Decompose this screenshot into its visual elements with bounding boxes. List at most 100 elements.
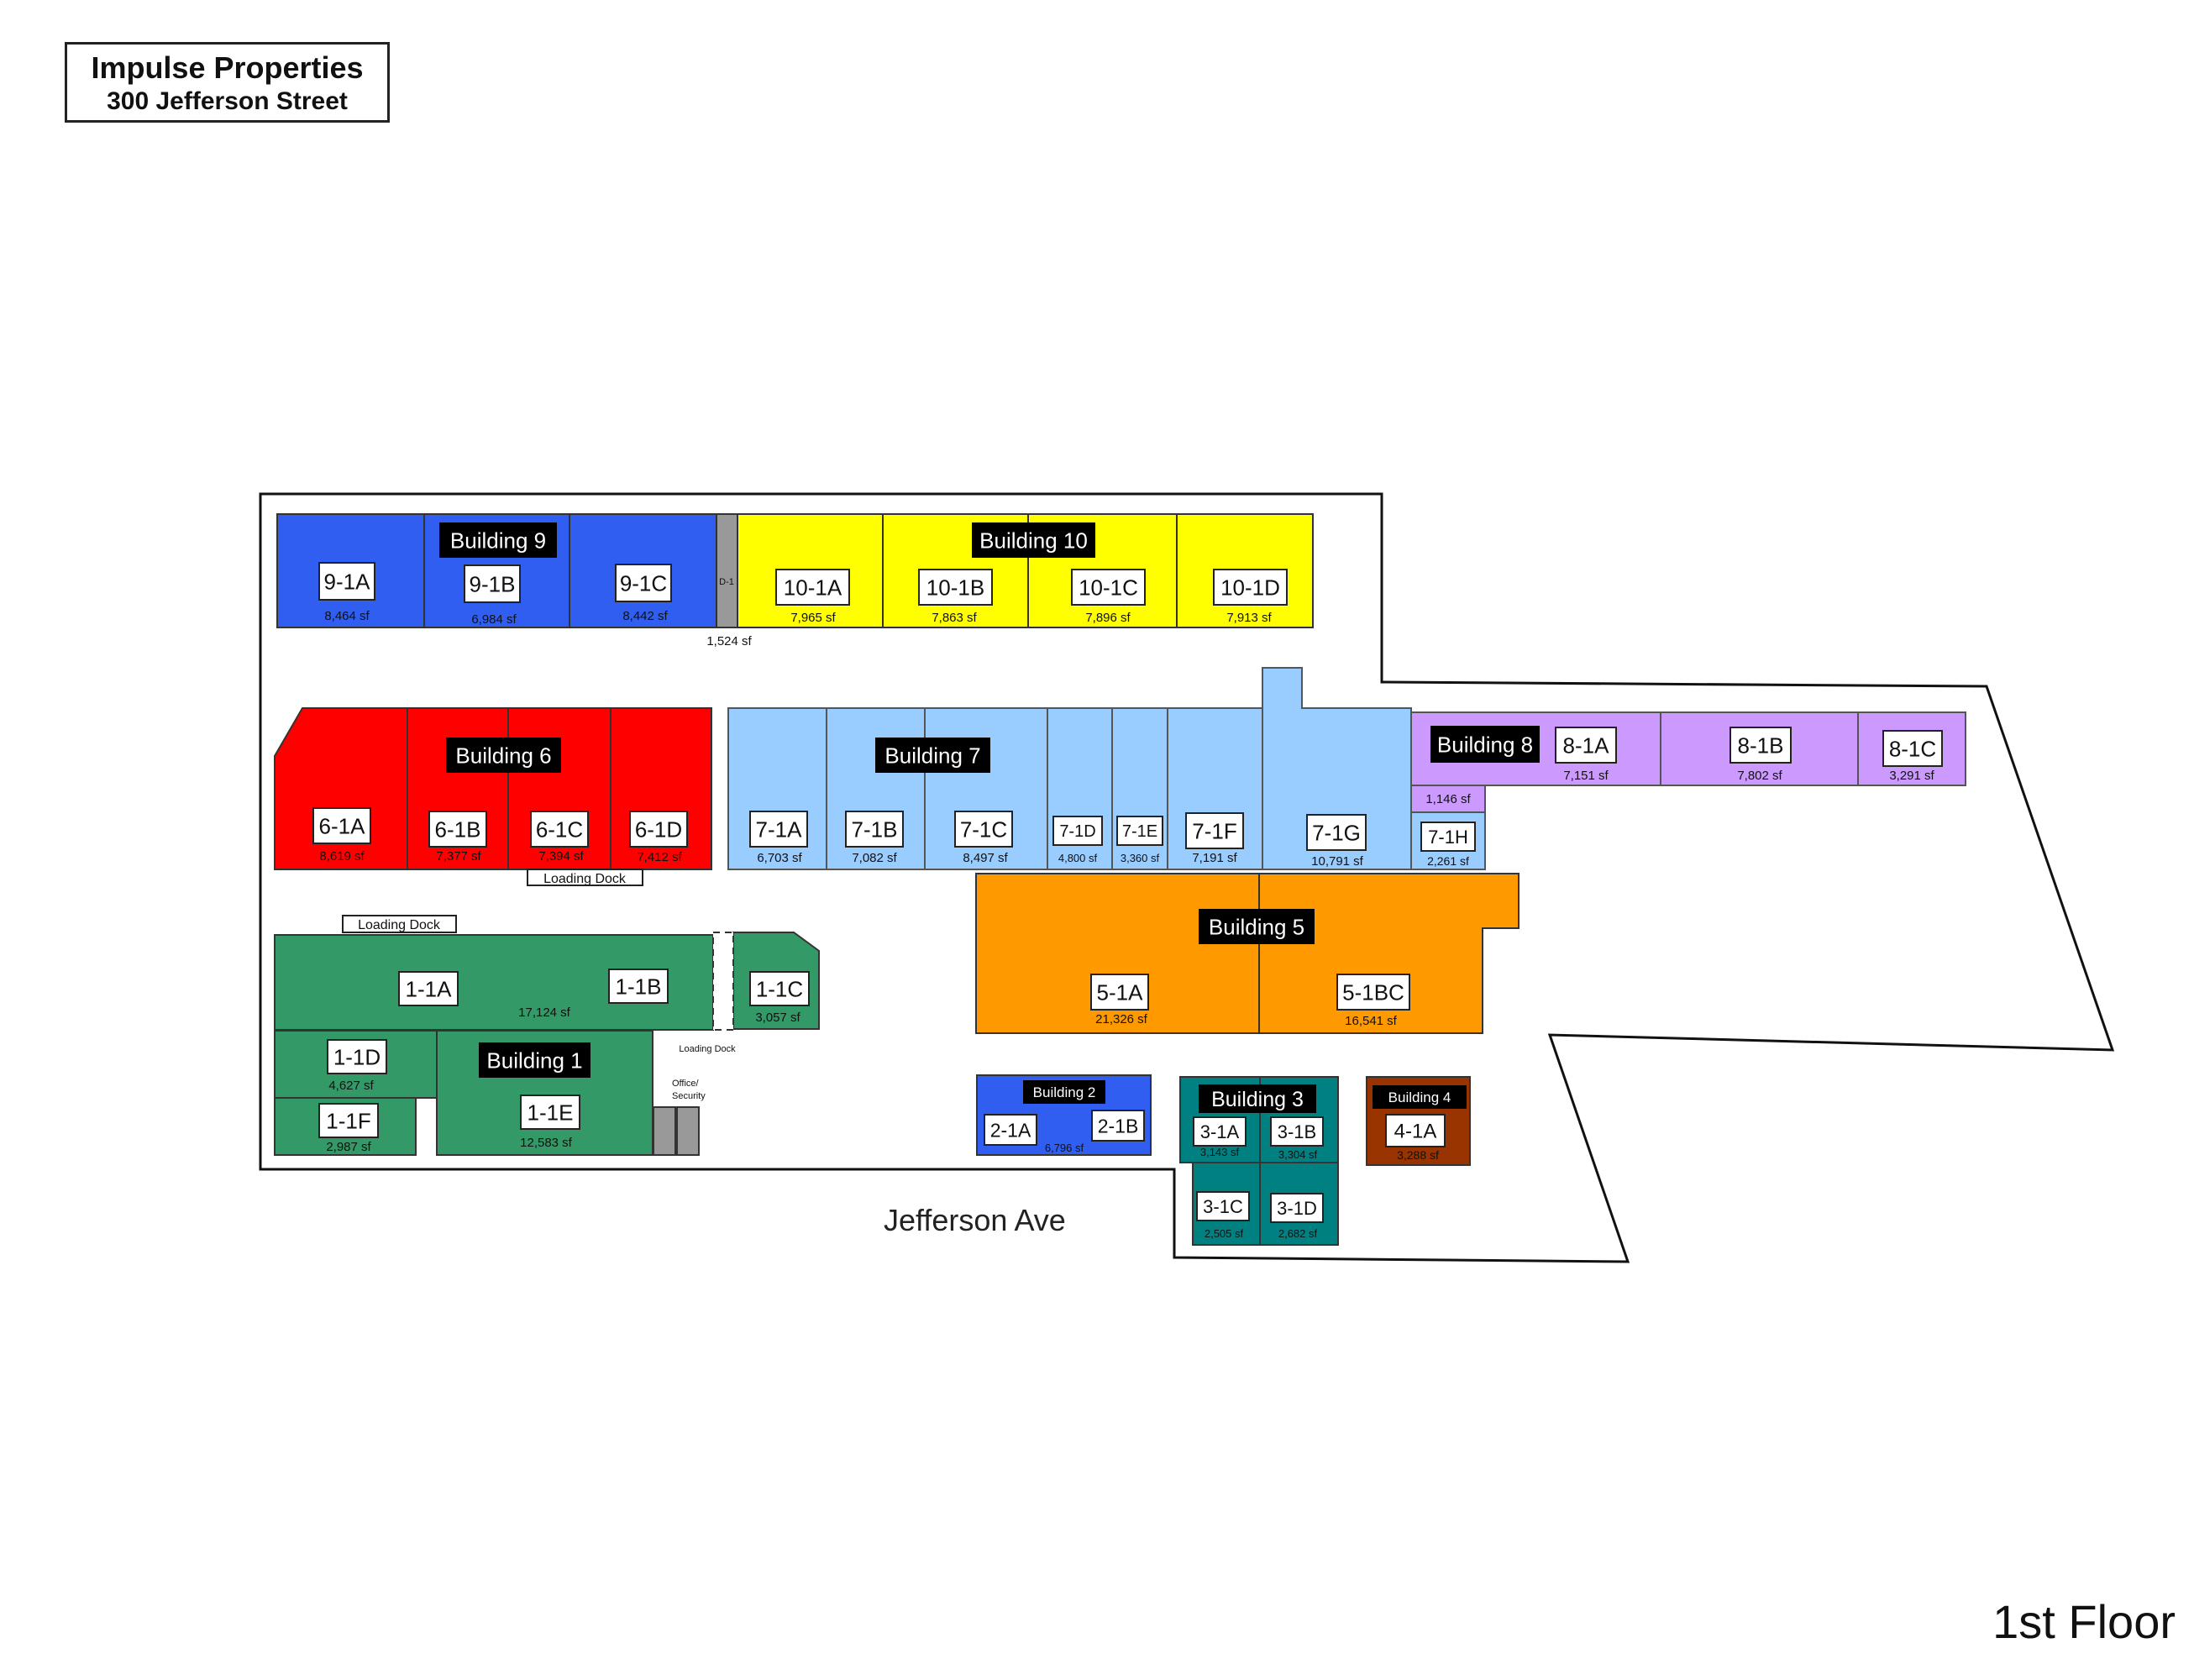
unit-7-1b-tag[interactable]: 7-1B7,082 sf [845, 811, 904, 865]
unit-10-1c-tag-box[interactable] [1071, 569, 1146, 606]
unit-6-1b-tag-box[interactable] [428, 811, 487, 848]
unit-10-1d-tag[interactable]: 10-1D7,913 sf [1213, 569, 1288, 625]
unit-2-1b-tag-box[interactable] [1091, 1110, 1145, 1142]
building-4-tag-box [1373, 1085, 1467, 1109]
unit-1-1f-tag-box[interactable] [318, 1103, 379, 1138]
unit-2-1a-tag-box[interactable] [984, 1114, 1037, 1146]
unit-2-1a-tag[interactable]: 2-1A6,796 sf [984, 1114, 1084, 1154]
unit-6-1c-tag[interactable]: 6-1C7,394 sf [530, 811, 589, 864]
unit-1-1c-tag[interactable]: 1-1C3,057 sf [749, 971, 810, 1025]
building-8-name: Building 8 [1437, 732, 1533, 757]
unit-7-1d-tag-box[interactable] [1052, 816, 1103, 846]
unit-7-1a-tag-box[interactable] [749, 811, 808, 848]
unit-d-1-area[interactable] [716, 513, 738, 628]
unit-6-1a-sf: 8,619 sf [319, 849, 365, 864]
unit-8-1c-label: 8-1C [1889, 736, 1936, 761]
unit-5-1bc-area[interactable] [1258, 873, 1520, 1034]
unit-10-1a-tag[interactable]: 10-1A7,965 sf [775, 569, 850, 625]
unit-3-1b-tag-box[interactable] [1270, 1116, 1324, 1147]
loading-dock-1-label: Loading Dock [358, 918, 441, 932]
unit-1-1d-tag-box[interactable] [327, 1039, 387, 1074]
unit-7-1h-tag-box[interactable] [1420, 822, 1476, 852]
unit-3-1d-tag-box[interactable] [1270, 1193, 1324, 1223]
unit-8-1a-label: 8-1A [1563, 732, 1610, 758]
unit-9-1b-tag[interactable]: 9-1B6,984 sf [464, 564, 521, 627]
unit-7-1g-area[interactable] [1262, 667, 1412, 870]
unit-7-1a-tag[interactable]: 7-1A6,703 sf [749, 811, 808, 865]
unit-8-1c-sf: 3,291 sf [1889, 769, 1934, 783]
loading-dock-small-label: Loading Dock [679, 1044, 736, 1054]
unit-3-1c-label: 3-1C [1203, 1196, 1243, 1217]
unit-6-1d-tag-box[interactable] [629, 811, 688, 848]
unit-9-1c-tag-box[interactable] [615, 564, 672, 602]
unit-label-tags: 9-1A8,464 sf 9-1B6,984 sf 9-1C8,442 sf 10-1… [312, 562, 1943, 1240]
unit-7-1f-tag[interactable]: 7-1F7,191 sf [1185, 812, 1244, 865]
unit-3-1d-sf: 2,682 sf [1278, 1227, 1318, 1240]
unit-10-1b-sf: 7,863 sf [932, 611, 977, 625]
unit-7-1h-tag[interactable]: 7-1H2,261 sf [1420, 822, 1476, 868]
building-8-tag-box [1430, 726, 1540, 763]
unit-7-1b-label: 7-1B [852, 816, 898, 842]
unit-10-1b-tag-box[interactable] [918, 569, 993, 606]
unit-1-1d-tag[interactable]: 1-1D4,627 sf [327, 1039, 387, 1093]
unit-1-1b-tag-box[interactable] [608, 969, 669, 1004]
unit-7-1c-tag-box[interactable] [954, 811, 1013, 848]
unit-9-1b-tag-box[interactable] [464, 564, 521, 603]
unit-7-1b-tag-box[interactable] [845, 811, 904, 848]
unit-7-1e-tag-box[interactable] [1116, 816, 1163, 846]
unit-6-1b-tag[interactable]: 6-1B7,377 sf [428, 811, 487, 864]
unit-10-1d-label: 10-1D [1220, 575, 1280, 600]
unit-6-1d-tag[interactable]: 6-1D7,412 sf [629, 811, 688, 864]
unit-8-1b-tag-box[interactable] [1729, 727, 1792, 764]
unit-9-1c-tag[interactable]: 9-1C8,442 sf [615, 564, 672, 623]
unit-6-1a-area[interactable] [274, 707, 408, 870]
corridor-sf: 1,146 sf [1425, 792, 1471, 806]
loading-dock-6-label: Loading Dock [543, 872, 627, 886]
unit-3-1a-tag-box[interactable] [1193, 1116, 1247, 1147]
unit-9-1a-tag[interactable]: 9-1A8,464 sf [318, 562, 375, 623]
unit-1-1e-tag-box[interactable] [520, 1095, 580, 1130]
unit-4-1a-tag[interactable]: 4-1A3,288 sf [1385, 1114, 1446, 1162]
unit-7-1a-sf: 6,703 sf [757, 851, 802, 865]
unit-8-1a-tag-box[interactable] [1555, 727, 1617, 764]
unit-4-1a-tag-box[interactable] [1385, 1114, 1446, 1147]
unit-8-1b-tag[interactable]: 8-1B7,802 sf [1729, 727, 1792, 783]
unit-1-1b-tag[interactable]: 1-1B [608, 969, 669, 1004]
unit-10-1b-tag[interactable]: 10-1B7,863 sf [918, 569, 993, 625]
unit-3-1c-tag-box[interactable] [1196, 1191, 1250, 1221]
unit-1-1c-tag-box[interactable] [749, 971, 810, 1006]
unit-6-1a-tag[interactable]: 6-1A8,619 sf [312, 807, 371, 864]
unit-6-1a-tag-box[interactable] [312, 807, 371, 844]
unit-9-1a-tag-box[interactable] [318, 562, 375, 601]
unit-10-1a-tag-box[interactable] [775, 569, 850, 606]
unit-1-1b-label: 1-1B [616, 974, 662, 999]
unit-1-1f-tag[interactable]: 1-1F2,987 sf [318, 1103, 379, 1154]
unit-1-1a-tag-box[interactable] [398, 971, 459, 1006]
unit-7-1e-tag[interactable]: 7-1E3,360 sf [1116, 816, 1163, 864]
unit-3-1b-label: 3-1B [1278, 1121, 1316, 1142]
unit-5-1bc-tag-box[interactable] [1336, 974, 1410, 1011]
unit-3-1d-tag[interactable]: 3-1D2,682 sf [1270, 1193, 1324, 1240]
unit-3-1a-tag[interactable]: 3-1A3,143 sf [1193, 1116, 1247, 1158]
unit-7-1f-tag-box[interactable] [1185, 812, 1244, 849]
unit-8-1c-tag-box[interactable] [1882, 730, 1943, 767]
unit-5-1a-tag-box[interactable] [1090, 974, 1149, 1011]
unit-7-1d-tag[interactable]: 7-1D4,800 sf [1052, 816, 1103, 864]
unit-3-1c-tag[interactable]: 3-1C2,505 sf [1196, 1191, 1250, 1240]
unit-7-1g-tag-box[interactable] [1306, 814, 1367, 851]
unit-6-1c-tag-box[interactable] [530, 811, 589, 848]
unit-10-1c-tag[interactable]: 10-1C7,896 sf [1071, 569, 1146, 625]
unit-8-1c-tag[interactable]: 8-1C 3,291 sf [1882, 730, 1943, 783]
unit-9-1b-label: 9-1B [470, 571, 516, 596]
unit-2-1b-tag[interactable]: 2-1B [1091, 1110, 1145, 1142]
unit-8-1a-tag[interactable]: 8-1A7,151 sf [1555, 727, 1617, 783]
unit-10-1a-sf: 7,965 sf [790, 611, 836, 625]
unit-7-1c-tag[interactable]: 7-1C8,497 sf [954, 811, 1013, 865]
unit-10-1d-tag-box[interactable] [1213, 569, 1288, 606]
unit-3-1b-tag[interactable]: 3-1B3,304 sf [1270, 1116, 1324, 1161]
